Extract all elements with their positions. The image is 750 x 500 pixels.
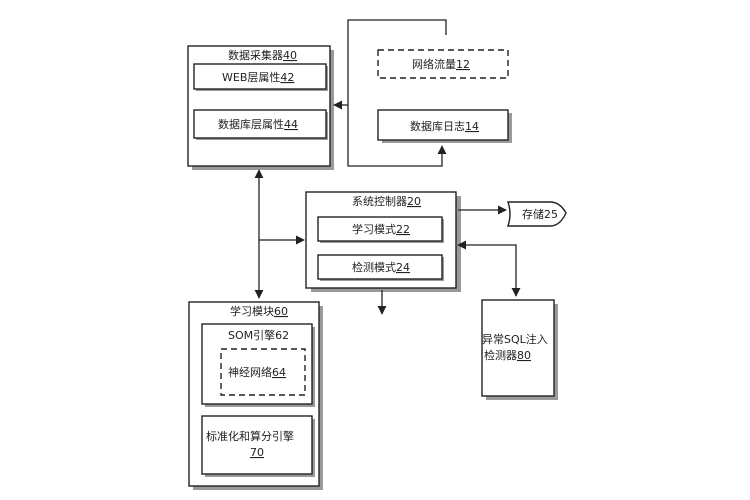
db-attribute-ref: 44 xyxy=(284,118,298,131)
sqli-detector-ref: 80 xyxy=(517,349,531,362)
sqli-detector-label-line2: 检测器 xyxy=(484,348,517,362)
sqli-detector-label-line1: 异常SQL注入 xyxy=(482,332,548,346)
svg-text:数据采集器40: 数据采集器40 xyxy=(228,48,297,62)
svg-text:数据库层属性44: 数据库层属性44 xyxy=(218,117,298,131)
data-collector-block: 数据采集器40 WEB层属性42 数据库层属性44 xyxy=(187,45,334,170)
db-log-box: 数据库日志14 xyxy=(377,109,512,143)
neural-network-label: 神经网络 xyxy=(228,365,272,379)
detection-mode-box: 检测模式24 xyxy=(317,254,444,281)
input-sources-block: 网络流量12 数据库日志14 xyxy=(333,19,512,167)
svg-text:系统控制器20: 系统控制器20 xyxy=(352,194,421,208)
svg-text:WEB层属性42: WEB层属性42 xyxy=(222,70,294,84)
detection-mode-label: 检测模式 xyxy=(352,260,396,274)
db-log-ref: 14 xyxy=(465,120,479,133)
learning-module-label: 学习模块 xyxy=(230,304,274,318)
som-engine-label: SOM引擎 xyxy=(228,328,275,342)
network-traffic-box: 网络流量12 xyxy=(377,49,509,79)
normalization-scoring-engine-label: 标准化和算分引擎 xyxy=(206,429,294,443)
svg-text:网络流量12: 网络流量12 xyxy=(412,57,470,71)
data-collector-label: 数据采集器 xyxy=(228,48,283,62)
db-attribute-box: 数据库层属性44 xyxy=(193,109,328,140)
data-collector-ref: 40 xyxy=(283,49,297,62)
normalization-scoring-engine-ref: 70 xyxy=(250,446,264,459)
svg-text:学习模块60: 学习模块60 xyxy=(230,304,288,318)
storage-ref: 25 xyxy=(544,208,558,221)
web-attribute-box: WEB层属性42 xyxy=(193,63,328,91)
sqli-detector-block: 异常SQL注入 检测器80 xyxy=(481,299,558,400)
neural-network-box: 神经网络64 xyxy=(220,348,306,396)
neural-network-ref: 64 xyxy=(272,366,286,379)
network-traffic-ref: 12 xyxy=(456,58,470,71)
connectors xyxy=(254,169,521,315)
svg-text:检测模式24: 检测模式24 xyxy=(352,260,410,274)
db-attribute-label: 数据库层属性 xyxy=(218,117,284,131)
learning-mode-ref: 22 xyxy=(396,223,410,236)
db-log-label: 数据库日志 xyxy=(410,119,465,133)
detection-mode-ref: 24 xyxy=(396,261,410,274)
som-engine-box: SOM引擎62 神经网络64 xyxy=(201,323,315,407)
normalization-scoring-engine-box: 标准化和算分引擎 70 xyxy=(201,415,315,477)
som-engine-ref: 62 xyxy=(275,329,289,342)
storage-label: 存储 xyxy=(522,207,544,221)
learning-mode-label: 学习模式 xyxy=(352,222,396,236)
svg-text:学习模式22: 学习模式22 xyxy=(352,222,410,236)
system-controller-ref: 20 xyxy=(407,195,421,208)
system-controller-label: 系统控制器 xyxy=(352,194,407,208)
learning-module-ref: 60 xyxy=(274,305,288,318)
web-attribute-ref: 42 xyxy=(280,71,294,84)
svg-text:存储25: 存储25 xyxy=(522,207,558,221)
network-traffic-label: 网络流量 xyxy=(412,57,456,71)
svg-text:数据库日志14: 数据库日志14 xyxy=(410,119,479,133)
system-controller-block: 系统控制器20 学习模式22 检测模式24 xyxy=(305,191,461,292)
learning-module-block: 学习模块60 SOM引擎62 神经网络64 标准化和算分引擎 70 xyxy=(188,301,323,490)
web-attribute-label: WEB层属性 xyxy=(222,70,280,84)
storage-block: 存储25 xyxy=(507,201,567,227)
svg-text:神经网络64: 神经网络64 xyxy=(228,365,286,379)
learning-mode-box: 学习模式22 xyxy=(317,216,444,243)
svg-text:SOM引擎62: SOM引擎62 xyxy=(228,328,289,342)
svg-text:检测器80: 检测器80 xyxy=(484,348,531,362)
